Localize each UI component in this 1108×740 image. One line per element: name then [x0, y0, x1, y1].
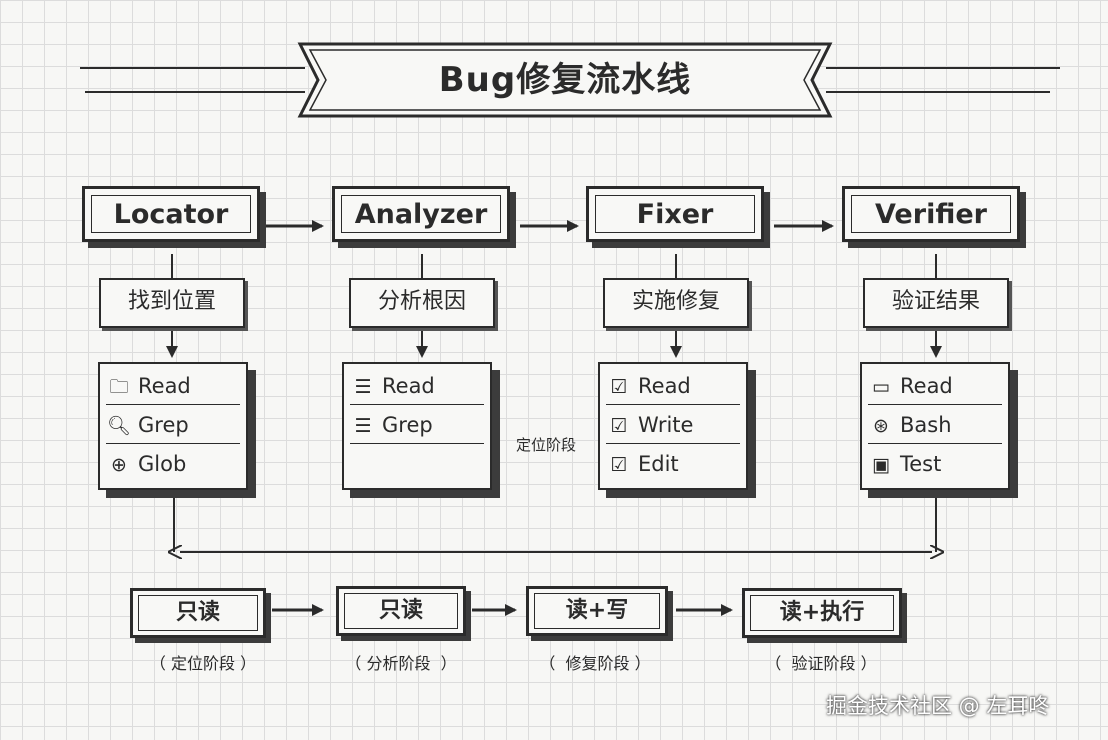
tool-label: Grep — [138, 413, 189, 437]
document-icon: ☰ — [354, 415, 372, 437]
tool-label: Read — [382, 374, 435, 398]
mode-label: 只读 — [344, 593, 458, 629]
vertical-connectors — [166, 254, 942, 358]
span-arrow — [174, 496, 936, 552]
stage-subtitle: 找到位置 — [99, 278, 245, 328]
mode-box: 只读 — [130, 588, 266, 638]
stage-name: Verifier — [851, 195, 1011, 233]
tool-label: Write — [638, 413, 694, 437]
page-title: Bug修复流水线 — [438, 60, 692, 100]
tools-analyzer: ☰ Read ☰ Grep — [342, 362, 492, 490]
tool-label: Grep — [382, 413, 433, 437]
tools-locator: 🗀 Read 🔍︎ Grep ⊕ Glob — [98, 362, 248, 490]
image-icon: ▣ — [872, 454, 890, 476]
tool-label: Read — [900, 374, 953, 398]
mode-box: 读+写 — [526, 586, 668, 636]
tool-item: ☰ Grep — [350, 407, 484, 444]
title-banner — [80, 42, 1060, 118]
folder-icon: 🗀 — [109, 376, 129, 398]
tool-item: ▣ Test — [868, 446, 1002, 482]
stage-fixer: Fixer — [586, 186, 764, 242]
stage-locator: Locator — [82, 186, 260, 242]
tool-label: Test — [900, 452, 942, 476]
checkbox-icon: ☑ — [610, 415, 628, 437]
tool-item: ⊕ Glob — [106, 446, 240, 482]
search-icon: 🔍︎ — [106, 415, 132, 437]
mode-box: 只读 — [336, 586, 466, 636]
checkbox-icon: ☑ — [610, 376, 628, 398]
tool-item: ⊛ Bash — [868, 407, 1002, 444]
checkbox-icon: ☑ — [610, 454, 628, 476]
tool-item: ☑ Edit — [606, 446, 740, 482]
tool-item: ☑ Write — [606, 407, 740, 444]
phase-label: （ 定位阶段 ） — [149, 654, 257, 673]
tools-verifier: ▭ Read ⊛ Bash ▣ Test — [860, 362, 1010, 490]
monitor-icon: ▭ — [872, 376, 890, 398]
tool-item: 🗀 Read — [106, 368, 240, 405]
stage-subtitle: 分析根因 — [349, 278, 495, 328]
tool-label: Bash — [900, 413, 952, 437]
tool-item: ☰ Read — [350, 368, 484, 405]
stage-name: Locator — [91, 195, 251, 233]
tool-item: ☑ Read — [606, 368, 740, 405]
phase-label: （ 验证阶段 ） — [765, 654, 877, 673]
tool-item: ▭ Read — [868, 368, 1002, 405]
side-label: 定位阶段 — [516, 436, 577, 454]
tool-label: Glob — [138, 452, 187, 476]
stage-name: Fixer — [595, 195, 755, 233]
tool-label: Read — [138, 374, 191, 398]
phase-label: （ 分析阶段 ） — [345, 654, 457, 673]
mode-label: 读+执行 — [750, 595, 894, 631]
stage-verifier: Verifier — [842, 186, 1020, 242]
mode-box: 读+执行 — [742, 588, 902, 638]
stage-subtitle: 实施修复 — [603, 278, 749, 328]
globe-icon: ⊕ — [111, 454, 127, 476]
stage-name: Analyzer — [341, 195, 501, 233]
gear-icon: ⊛ — [873, 415, 889, 437]
tools-fixer: ☑ Read ☑ Write ☑ Edit — [598, 362, 748, 490]
tool-label: Edit — [638, 452, 679, 476]
watermark: 掘金技术社区 @ 左耳咚 — [826, 694, 1050, 718]
phase-label: （ 修复阶段 ） — [539, 654, 651, 673]
tool-label: Read — [638, 374, 691, 398]
mode-label: 只读 — [138, 595, 258, 631]
mode-label: 读+写 — [534, 593, 660, 629]
stage-subtitle: 验证结果 — [863, 278, 1009, 328]
stage-analyzer: Analyzer — [332, 186, 510, 242]
tool-item: 🔍︎ Grep — [106, 407, 240, 444]
document-icon: ☰ — [354, 376, 372, 398]
